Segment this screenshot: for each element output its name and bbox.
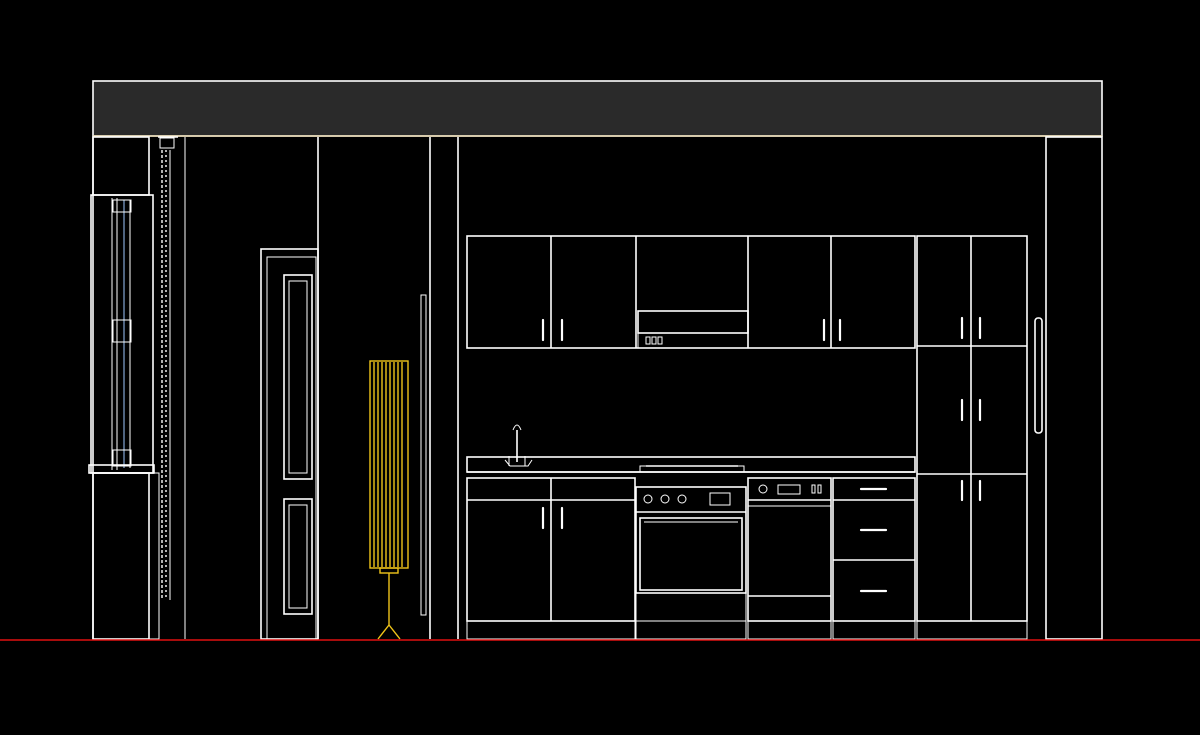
curtain xyxy=(158,136,186,639)
wall-panels xyxy=(317,137,459,639)
floor-lamp xyxy=(369,360,409,640)
sink-faucet xyxy=(504,424,533,467)
panel-door xyxy=(260,248,319,640)
base-cabinets xyxy=(466,477,636,640)
panel-pull-handle xyxy=(420,294,427,616)
ceiling-soffit xyxy=(92,80,1103,137)
oven xyxy=(635,486,747,640)
cooktop xyxy=(639,465,745,473)
right-wall-hatched xyxy=(1045,136,1103,640)
wall-pull-handle xyxy=(1034,317,1043,434)
tall-pantry-cabinet xyxy=(916,235,1028,640)
drawer-stack xyxy=(832,477,916,640)
wall-cabinets xyxy=(466,235,916,349)
countertop xyxy=(466,456,916,473)
dishwasher xyxy=(747,477,832,640)
range-hood xyxy=(637,310,749,349)
window-section xyxy=(88,194,160,640)
